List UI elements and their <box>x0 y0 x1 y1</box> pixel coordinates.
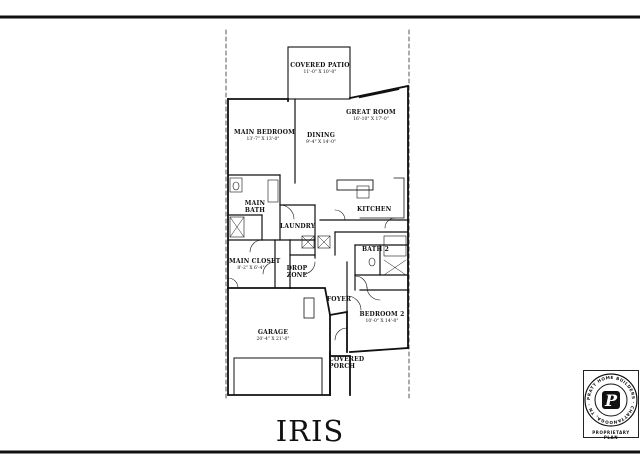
room-label-foyer: FOYER <box>325 296 353 304</box>
room-name: KITCHEN <box>357 206 392 213</box>
garage-post <box>303 297 315 319</box>
main-bath-tub <box>229 177 243 193</box>
room-label-main-bedroom: MAIN BEDROOM 13'-7" X 13'-0" <box>234 129 296 142</box>
slider-door <box>358 87 400 99</box>
room-label-covered-porch: COVERED PORCH <box>329 356 365 371</box>
room-dimensions: 9'-4" X 14'-0" <box>305 139 337 145</box>
room-name: DINING <box>306 132 336 139</box>
laundry-washer <box>301 235 315 249</box>
room-name: MAIN BATH <box>244 200 266 214</box>
room-label-bath-2: BATH 2 <box>362 246 389 254</box>
room-name: BEDROOM 2 <box>359 311 405 318</box>
room-dimensions: 20'-4" X 21'-0" <box>256 336 290 342</box>
covered-patio-outline <box>287 46 351 100</box>
room-label-bedroom-2: BEDROOM 2 10'-0" X 14'-0" <box>358 311 406 324</box>
logo-letter: P <box>604 391 618 410</box>
door-swings <box>227 204 396 341</box>
range-top <box>356 185 370 199</box>
room-label-laundry: LAUNDRY <box>280 223 316 231</box>
room-dimensions: 13'-7" X 13'-0" <box>246 136 280 142</box>
room-name: MAIN CLOSET <box>229 258 281 265</box>
room-label-main-closet: MAIN CLOSET 8'-2" X 6'-4" <box>229 258 281 271</box>
main-bath-shower <box>229 216 245 238</box>
kitchen-counter <box>359 177 405 219</box>
room-dimensions: 10'-0" X 14'-0" <box>365 318 399 324</box>
room-name: FOYER <box>326 296 352 303</box>
room-label-kitchen: KITCHEN <box>357 206 392 214</box>
bath2-tub <box>383 235 407 257</box>
room-name: GARAGE <box>257 329 289 336</box>
main-bath-vanity <box>267 179 279 203</box>
room-label-main-bath: MAIN BATH <box>243 200 267 215</box>
bath2-toilet <box>368 257 376 267</box>
room-name: COVERED PATIO <box>290 62 350 69</box>
room-label-drop-zone: DROP ZONE <box>286 265 308 280</box>
room-dimensions: 16'-10" X 17'-0" <box>353 116 389 122</box>
room-label-great-room: GREAT ROOM 16'-10" X 17'-0" <box>342 109 400 122</box>
room-name: LAUNDRY <box>280 223 316 230</box>
dryer <box>317 235 331 249</box>
room-dimensions: 11'-0" X 10'-0" <box>303 69 337 75</box>
logo-caption: PROPRIETARY PLAN <box>592 430 630 440</box>
room-label-garage: GARAGE 20'-4" X 21'-0" <box>248 329 298 342</box>
room-name: BATH 2 <box>362 246 389 253</box>
room-name: DROP ZONE <box>286 265 308 279</box>
kitchen-island <box>336 179 374 191</box>
main-bath-toilet <box>232 181 240 191</box>
room-name: COVERED PORCH <box>329 356 365 370</box>
room-name: GREAT ROOM <box>346 109 396 116</box>
room-label-covered-patio: COVERED PATIO 11'-0" X 10'-0" <box>289 62 351 75</box>
room-dimensions: 8'-2" X 6'-4" <box>237 265 265 271</box>
room-name: MAIN BEDROOM <box>234 129 296 136</box>
garage-door <box>233 357 323 396</box>
interior-walls <box>227 98 409 313</box>
logo-seal: PRATT HOME BUILDERS · CHATTANOOGA, TN · … <box>584 373 638 427</box>
room-label-dining: DINING 9'-4" X 14'-0" <box>300 132 342 145</box>
builder-logo: PRATT HOME BUILDERS · CHATTANOOGA, TN · … <box>583 370 639 440</box>
plan-title: IRIS <box>275 414 345 448</box>
